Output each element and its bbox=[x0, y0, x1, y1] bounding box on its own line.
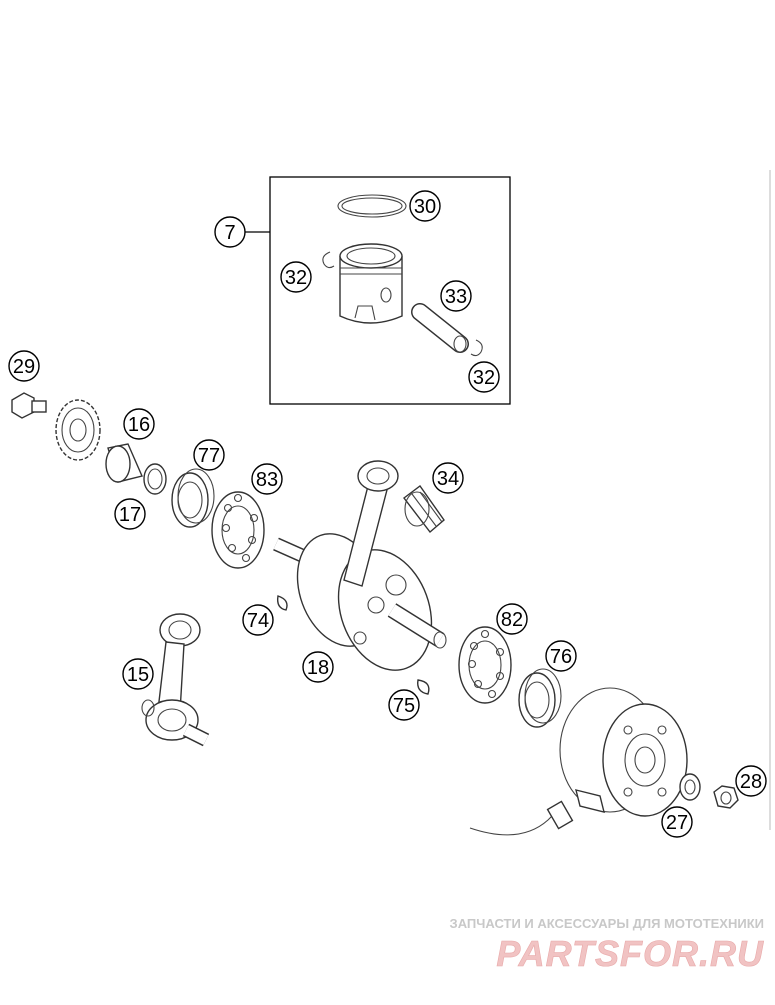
callout-16: 16 bbox=[123, 408, 155, 440]
piston-ring bbox=[337, 194, 407, 218]
watermark-logo: PARTSFOR.RU bbox=[496, 933, 764, 974]
svg-text:77: 77 bbox=[198, 445, 220, 467]
svg-text:82: 82 bbox=[501, 609, 523, 631]
circlip bbox=[470, 339, 483, 357]
callout-32-second: 32 bbox=[468, 361, 500, 393]
svg-text:15: 15 bbox=[127, 664, 149, 686]
svg-text:34: 34 bbox=[437, 468, 459, 490]
callout-33: 33 bbox=[440, 280, 472, 312]
callout-76: 76 bbox=[545, 640, 577, 672]
piston-kit-box bbox=[269, 176, 511, 405]
callout-32: 32 bbox=[280, 261, 312, 293]
svg-text:83: 83 bbox=[256, 469, 278, 491]
callout-27: 27 bbox=[661, 806, 693, 838]
connecting-rod bbox=[141, 613, 210, 747]
callout-17: 17 bbox=[114, 498, 146, 530]
callout-82: 82 bbox=[496, 603, 528, 635]
svg-text:16: 16 bbox=[128, 414, 150, 436]
flywheel-rotor bbox=[469, 687, 688, 836]
svg-text:32: 32 bbox=[473, 367, 495, 389]
woodruff-key bbox=[276, 595, 288, 611]
washer bbox=[143, 463, 167, 495]
callout-30: 30 bbox=[409, 190, 441, 222]
nut bbox=[713, 785, 739, 809]
watermark: ЗАПЧАСТИ И АКСЕССУАРЫ ДЛЯ МОТОТЕХНИКИ PA… bbox=[450, 916, 764, 974]
svg-text:27: 27 bbox=[666, 812, 688, 834]
svg-text:32: 32 bbox=[285, 267, 307, 289]
ball-bearing bbox=[211, 491, 265, 569]
gear bbox=[55, 399, 101, 461]
callout-18: 18 bbox=[302, 651, 334, 683]
crankshaft bbox=[273, 460, 447, 671]
ball-bearing bbox=[458, 626, 512, 704]
svg-text:30: 30 bbox=[414, 196, 436, 218]
svg-text:76: 76 bbox=[550, 646, 572, 668]
svg-text:28: 28 bbox=[740, 771, 762, 793]
callout-75: 75 bbox=[388, 689, 420, 721]
svg-text:7: 7 bbox=[224, 222, 235, 244]
callout-74: 74 bbox=[242, 604, 274, 636]
svg-text:18: 18 bbox=[307, 657, 329, 679]
piston bbox=[339, 243, 403, 324]
svg-text:29: 29 bbox=[13, 356, 35, 378]
svg-text:33: 33 bbox=[445, 286, 467, 308]
callout-7: 7 bbox=[214, 216, 246, 248]
piston-pin bbox=[411, 303, 469, 353]
washer bbox=[679, 773, 701, 801]
watermark-tagline: ЗАПЧАСТИ И АКСЕССУАРЫ ДЛЯ МОТОТЕХНИКИ bbox=[450, 916, 764, 931]
bushing bbox=[105, 443, 143, 483]
callout-77: 77 bbox=[193, 439, 225, 471]
callout-29: 29 bbox=[8, 350, 40, 382]
circlip bbox=[322, 251, 335, 269]
woodruff-key bbox=[417, 679, 430, 695]
needle-bearing bbox=[403, 485, 445, 534]
callout-34: 34 bbox=[432, 462, 464, 494]
shaft-seal bbox=[171, 468, 215, 528]
svg-text:75: 75 bbox=[393, 695, 415, 717]
bolt bbox=[11, 392, 47, 419]
callout-15: 15 bbox=[122, 658, 154, 690]
svg-text:74: 74 bbox=[247, 610, 269, 632]
svg-text:17: 17 bbox=[119, 504, 141, 526]
callout-83: 83 bbox=[251, 463, 283, 495]
callout-28: 28 bbox=[735, 765, 767, 797]
shaft-seal bbox=[518, 668, 562, 728]
